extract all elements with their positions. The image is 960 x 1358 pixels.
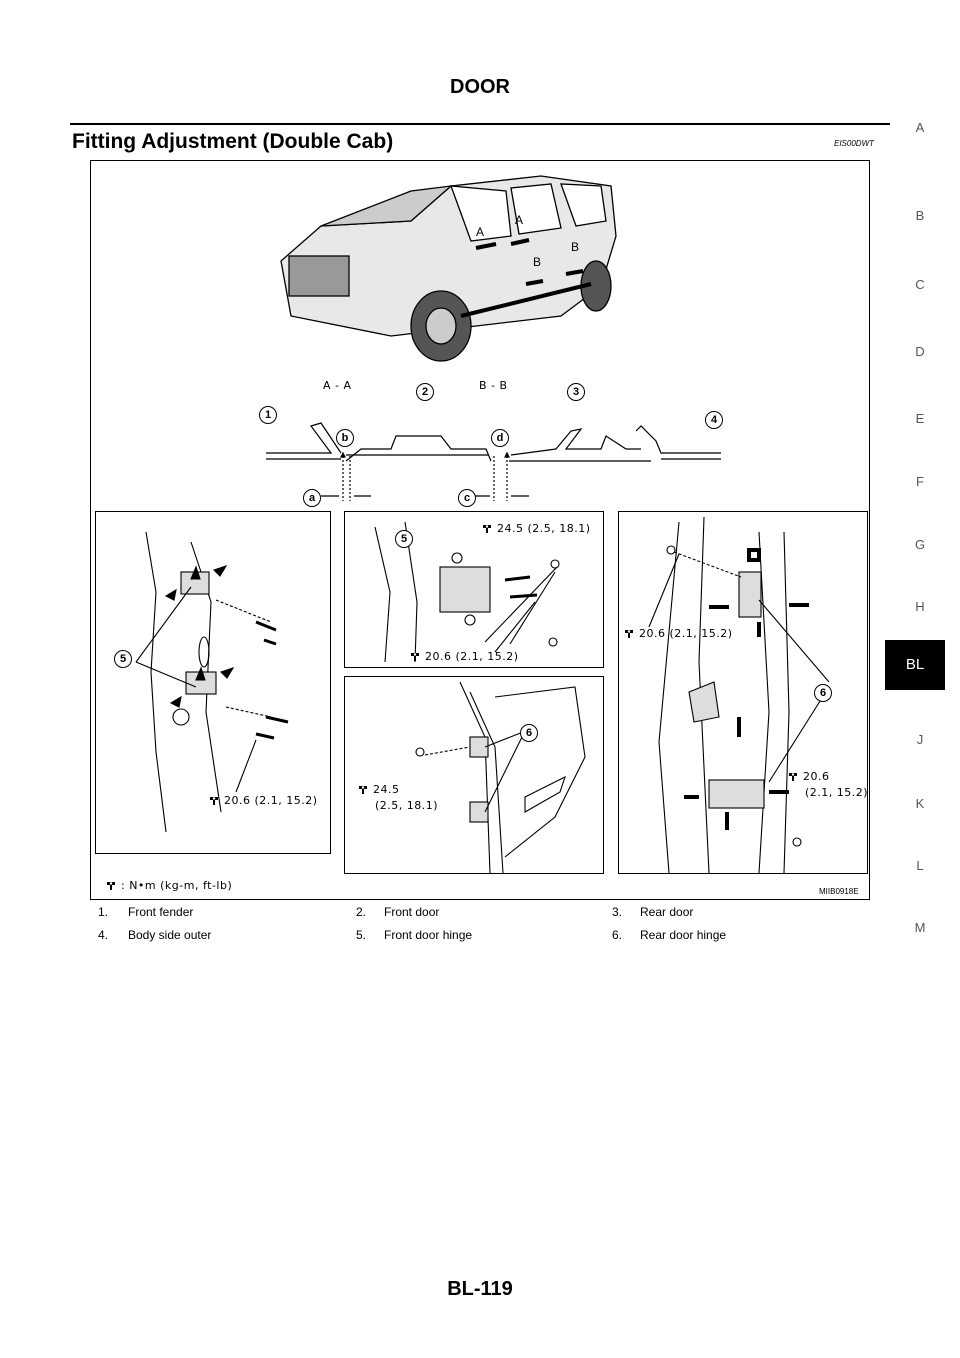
side-index-item[interactable]: F bbox=[916, 474, 924, 489]
callout-6-mid: 6 bbox=[520, 724, 538, 742]
figure: A A B B A - A B - B 1 2 3 4 a b c d bbox=[90, 160, 870, 900]
torque-wrench-icon bbox=[359, 786, 367, 794]
legend-num: 3. bbox=[612, 905, 623, 919]
legend-part: Front fender bbox=[128, 905, 194, 919]
truck-label-a2: A bbox=[515, 213, 523, 227]
callout-1: 1 bbox=[259, 406, 277, 424]
side-index-item[interactable]: C bbox=[915, 277, 925, 292]
page-number: BL-119 bbox=[447, 1278, 513, 1300]
panel-front-hinge-door: 5 24.5 (2.5, 18.1) 20.6 (2.1, 15.2) bbox=[344, 511, 604, 668]
callout-4: 4 bbox=[705, 411, 723, 429]
torque-wrench-icon bbox=[411, 653, 419, 661]
figure-id: MIIB0918E bbox=[819, 887, 859, 896]
side-index-item-active[interactable]: BL bbox=[885, 640, 945, 690]
callout-5-left: 5 bbox=[114, 650, 132, 668]
rear-hinge-door-drawing bbox=[415, 681, 586, 873]
truck-label-b1: B bbox=[533, 255, 541, 269]
legend-part: Rear door bbox=[640, 905, 694, 919]
legend-num: 2. bbox=[356, 905, 367, 919]
torque-value-mid-top: 24.5 (2.5, 18.1) bbox=[497, 522, 591, 535]
rear-hinge-body-drawing bbox=[648, 516, 830, 873]
side-index-item[interactable]: B bbox=[915, 208, 925, 223]
side-index-item[interactable]: M bbox=[914, 920, 926, 935]
torque-label-right-upper: 20.6 (2.1, 15.2) bbox=[623, 627, 733, 640]
legend-num: 5. bbox=[356, 928, 367, 942]
page-header-title: DOOR bbox=[450, 76, 510, 98]
torque-wrench-icon bbox=[483, 525, 491, 533]
section-label-aa: A - A bbox=[323, 379, 352, 392]
side-index-item[interactable]: G bbox=[914, 537, 926, 552]
header-rule bbox=[70, 123, 890, 125]
torque-label-right-lower: 20.6 bbox=[787, 770, 830, 783]
torque-label-mid-bottom: 24.5 bbox=[357, 783, 400, 796]
unit-legend-text: : N•m (kg-m, ft-lb) bbox=[121, 879, 233, 892]
section-code: EIS00DWT bbox=[834, 139, 875, 148]
gap-label-a: a bbox=[303, 489, 321, 507]
parts-legend: 1. Front fender 2. Front door 3. Rear do… bbox=[98, 905, 878, 951]
side-index-item[interactable]: L bbox=[916, 858, 924, 873]
legend-part: Front door bbox=[384, 905, 440, 919]
torque-value-right-upper: 20.6 (2.1, 15.2) bbox=[639, 627, 733, 640]
torque-wrench-icon bbox=[789, 773, 797, 781]
legend-row: 4. Body side outer 5. Front door hinge 6… bbox=[98, 928, 878, 951]
torque-wrench-icon bbox=[107, 882, 115, 890]
legend-num: 1. bbox=[98, 905, 109, 919]
legend-row: 1. Front fender 2. Front door 3. Rear do… bbox=[98, 905, 878, 928]
gap-label-d: d bbox=[491, 429, 509, 447]
section-profile-diagram bbox=[266, 422, 721, 501]
callout-3: 3 bbox=[567, 383, 585, 401]
section-label-bb: B - B bbox=[479, 379, 508, 392]
callout-5-mid: 5 bbox=[395, 530, 413, 548]
torque-label-mid-top: 24.5 (2.5, 18.1) bbox=[481, 522, 591, 535]
torque-value-right-lower-2: (2.1, 15.2) bbox=[805, 786, 869, 799]
torque-label-left: 20.6 (2.1, 15.2) bbox=[208, 794, 318, 807]
gap-label-c: c bbox=[458, 489, 476, 507]
torque-value-mid-top-lower: 20.6 (2.1, 15.2) bbox=[425, 650, 519, 663]
legend-part: Rear door hinge bbox=[640, 928, 727, 942]
front-hinge-door-drawing bbox=[374, 521, 560, 663]
legend-part: Front door hinge bbox=[384, 928, 473, 942]
front-hinge-body-drawing bbox=[135, 531, 289, 833]
side-index-item[interactable]: D bbox=[915, 344, 925, 359]
side-index-item[interactable]: K bbox=[915, 796, 925, 811]
torque-wrench-icon bbox=[210, 797, 218, 805]
side-index-item[interactable]: J bbox=[916, 732, 924, 747]
gap-label-b: b bbox=[336, 429, 354, 447]
legend-part: Body side outer bbox=[128, 928, 212, 942]
legend-num: 4. bbox=[98, 928, 109, 942]
panel-rear-hinge-door: 6 24.5 (2.5, 18.1) bbox=[344, 676, 604, 874]
torque-value-mid-bottom-2: (2.5, 18.1) bbox=[375, 799, 439, 812]
panel-rear-hinge-body: 6 20.6 (2.1, 15.2) 20.6 (2.1, 15.2) bbox=[618, 511, 868, 874]
truck-illustration: A A B B bbox=[280, 175, 617, 362]
torque-value-left: 20.6 (2.1, 15.2) bbox=[224, 794, 318, 807]
panel-front-hinge-body: 5 20.6 (2.1, 15.2) bbox=[95, 511, 331, 854]
torque-value-right-lower-1: 20.6 bbox=[803, 770, 830, 783]
section-title: Fitting Adjustment (Double Cab) bbox=[72, 130, 394, 153]
torque-label-mid-top-lower: 20.6 (2.1, 15.2) bbox=[409, 650, 519, 663]
side-index-item[interactable]: H bbox=[915, 599, 925, 614]
unit-legend: : N•m (kg-m, ft-lb) bbox=[105, 879, 232, 892]
callout-2: 2 bbox=[416, 383, 434, 401]
torque-wrench-icon bbox=[625, 630, 633, 638]
torque-value-mid-bottom-1: 24.5 bbox=[373, 783, 400, 796]
callout-6-right: 6 bbox=[814, 684, 832, 702]
legend-num: 6. bbox=[612, 928, 623, 942]
truck-label-a1: A bbox=[476, 225, 484, 239]
side-index-item[interactable]: A bbox=[915, 120, 925, 135]
side-index-item[interactable]: E bbox=[915, 411, 925, 426]
truck-label-b2: B bbox=[571, 240, 579, 254]
